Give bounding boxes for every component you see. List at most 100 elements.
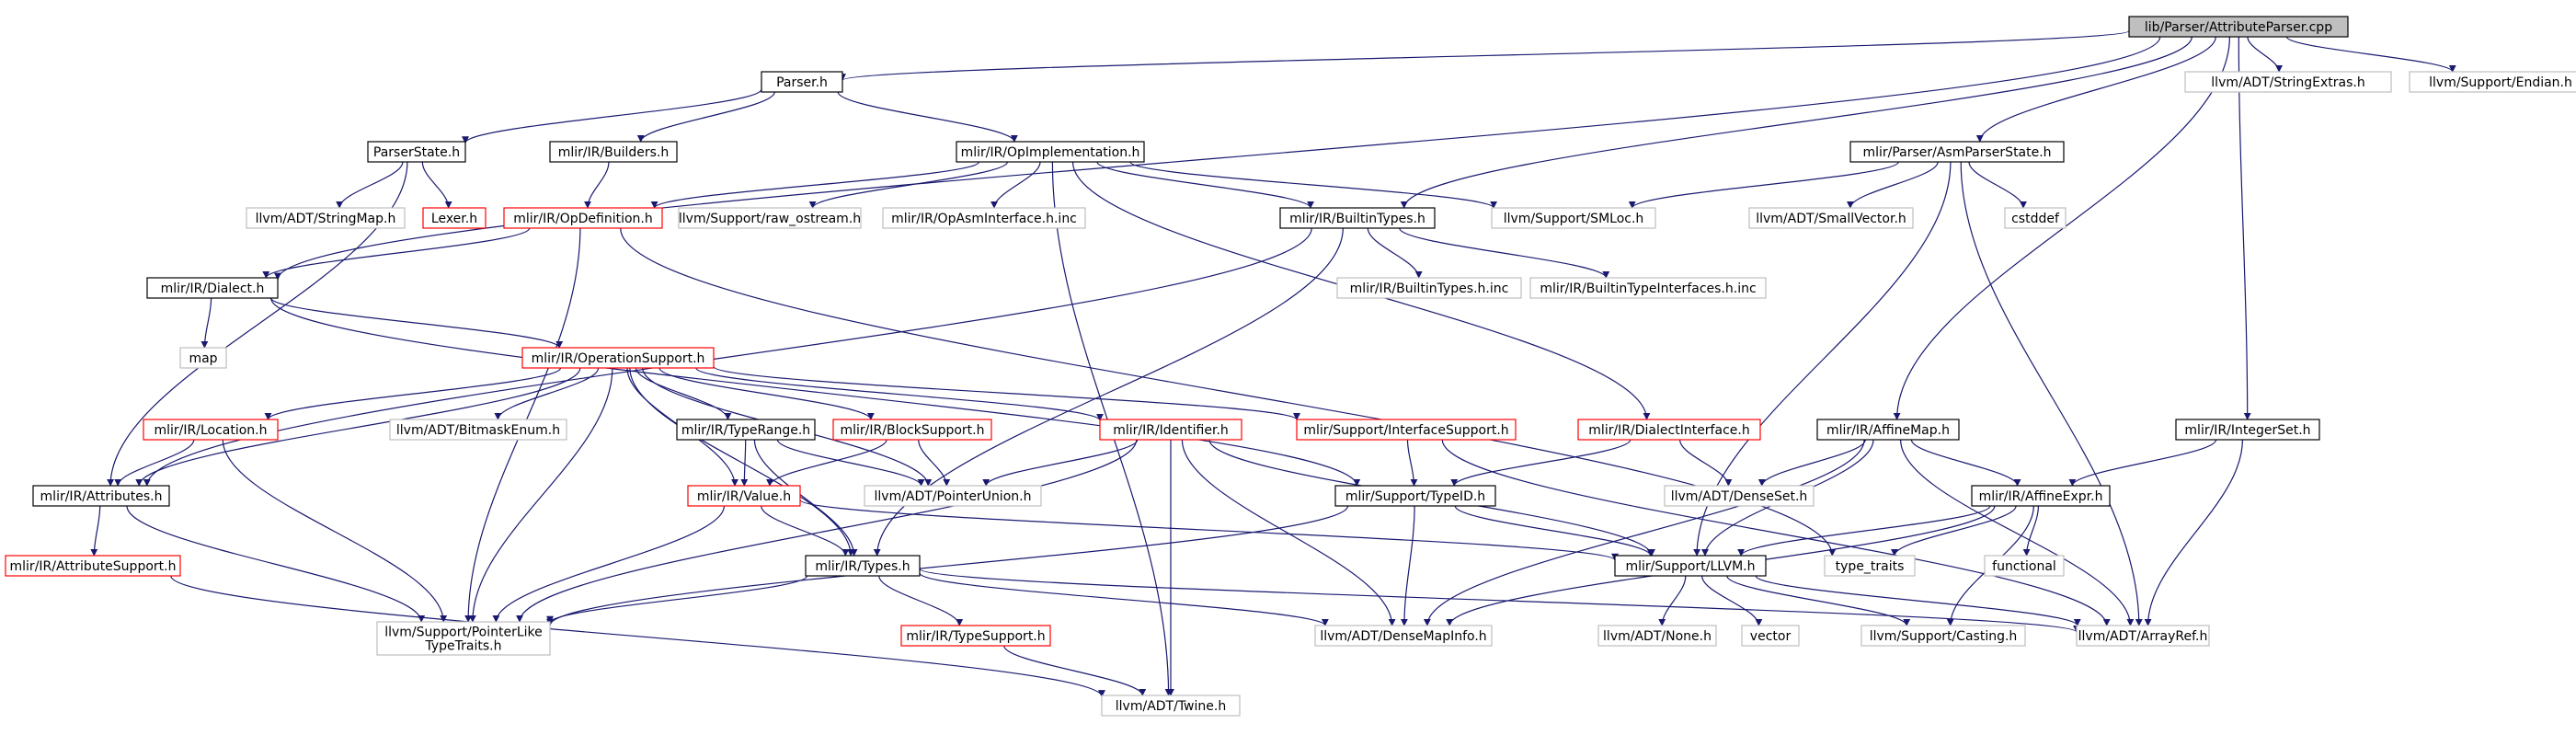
- node-box: [2128, 16, 2349, 38]
- node-label: llvm/ADT/StringMap.h: [256, 212, 396, 226]
- node-arrayref[interactable]: llvm/ADT/ArrayRef.h: [2076, 625, 2210, 647]
- node-box: [832, 419, 992, 441]
- node-map[interactable]: map: [179, 347, 227, 369]
- node-rawostream[interactable]: llvm/Support/raw_ostream.h: [678, 207, 862, 229]
- node-box: [1614, 555, 1767, 577]
- node-box: [1577, 419, 1761, 441]
- edge-blocksupport-to-pointerunion: [918, 439, 951, 487]
- node-affineexpr[interactable]: mlir/IR/AffineExpr.h: [1971, 485, 2111, 507]
- node-label: mlir/IR/OperationSupport.h: [532, 351, 705, 366]
- edge-identifier-to-densemapinfo: [1181, 439, 1396, 626]
- edge-builtintypes-to-types: [873, 227, 1344, 557]
- node-label: mlir/IR/IntegerSet.h: [2184, 423, 2310, 438]
- node-builders[interactable]: mlir/IR/Builders.h: [549, 141, 678, 163]
- node-box: [956, 141, 1145, 163]
- node-identifier[interactable]: mlir/IR/Identifier.h: [1099, 419, 1242, 441]
- node-label: llvm/ADT/PointerUnion.h: [875, 489, 1032, 504]
- node-types[interactable]: mlir/IR/Types.h: [805, 555, 921, 577]
- node-box: [864, 485, 1042, 507]
- edge-attributes-to-attrsupport: [90, 505, 101, 557]
- edge-affineexpr-to-functional: [2022, 505, 2039, 557]
- edge-opsupport-to-pointerlike: [468, 367, 613, 623]
- edge-typesupport-to-twine: [1003, 645, 1147, 696]
- edge-opimpl-to-smloc: [1129, 161, 1497, 209]
- node-box: [1824, 555, 1916, 577]
- node-parser_h[interactable]: Parser.h: [761, 71, 843, 93]
- node-parserstate[interactable]: ParserState.h: [367, 141, 466, 163]
- node-builtintypesinc[interactable]: mlir/IR/BuiltinTypes.h.inc: [1336, 277, 1522, 299]
- node-typetraits[interactable]: type_traits: [1824, 555, 1916, 577]
- edge-root-to-dialect: [274, 36, 2161, 281]
- edge-root-to-asmparserstate: [1975, 36, 2216, 143]
- node-affinemap[interactable]: mlir/IR/AffineMap.h: [1816, 419, 1960, 441]
- node-cstddef[interactable]: cstddef: [2004, 207, 2067, 229]
- node-pointerunion[interactable]: llvm/ADT/PointerUnion.h: [864, 485, 1042, 507]
- node-root: lib/Parser/AttributeParser.cpp: [2128, 16, 2349, 38]
- edge-affineexpr-to-typetraits: [1890, 505, 2017, 557]
- node-label: llvm/ADT/StringExtras.h: [2211, 75, 2364, 90]
- node-denseset[interactable]: llvm/ADT/DenseSet.h: [1664, 485, 1815, 507]
- node-asmparserstate[interactable]: mlir/Parser/AsmParserState.h: [1849, 141, 2065, 163]
- node-opimpl[interactable]: mlir/IR/OpImplementation.h: [956, 141, 1145, 163]
- node-smloc[interactable]: llvm/Support/SMLoc.h: [1491, 207, 1656, 229]
- node-builtintypes[interactable]: mlir/IR/BuiltinTypes.h: [1279, 207, 1436, 229]
- node-box: [678, 207, 862, 229]
- node-bitmaskenum[interactable]: llvm/ADT/BitmaskEnum.h: [389, 419, 567, 441]
- node-opdef[interactable]: mlir/IR/OpDefinition.h: [503, 207, 663, 229]
- node-stringextras[interactable]: llvm/ADT/StringExtras.h: [2184, 71, 2392, 93]
- node-typesupport[interactable]: mlir/IR/TypeSupport.h: [900, 625, 1051, 647]
- node-opsupport[interactable]: mlir/IR/OperationSupport.h: [521, 347, 715, 369]
- node-label: llvm/ADT/ArrayRef.h: [2078, 629, 2208, 644]
- node-functional[interactable]: functional: [1984, 555, 2065, 577]
- node-dialect[interactable]: mlir/IR/Dialect.h: [146, 277, 279, 299]
- node-label: mlir/IR/BuiltinTypeInterfaces.h.inc: [1540, 281, 1756, 296]
- edge-opsupport-to-blocksupport: [658, 367, 875, 420]
- node-label: mlir/IR/AffineExpr.h: [1979, 489, 2103, 504]
- node-box: [1741, 625, 1800, 647]
- node-label: llvm/ADT/BitmaskEnum.h: [396, 423, 560, 438]
- node-box: [1334, 485, 1496, 507]
- edge-layer: [90, 30, 2456, 698]
- node-builtintypeifinc[interactable]: mlir/IR/BuiltinTypeInterfaces.h.inc: [1529, 277, 1767, 299]
- edge-opdef-to-dialect: [262, 227, 531, 279]
- node-box: [2004, 207, 2067, 229]
- node-interfacesupport[interactable]: mlir/Support/InterfaceSupport.h: [1296, 419, 1517, 441]
- node-opasminc[interactable]: mlir/IR/OpAsmInterface.h.inc: [882, 207, 1086, 229]
- node-box: [1597, 625, 1717, 647]
- node-none[interactable]: llvm/ADT/None.h: [1597, 625, 1717, 647]
- node-attributes[interactable]: mlir/IR/Attributes.h: [32, 485, 170, 507]
- node-densemapinfo[interactable]: llvm/ADT/DenseMapInfo.h: [1314, 625, 1493, 647]
- node-typerange[interactable]: mlir/IR/TypeRange.h: [676, 419, 816, 441]
- node-integerset[interactable]: mlir/IR/IntegerSet.h: [2175, 419, 2320, 441]
- node-twine[interactable]: llvm/ADT/Twine.h: [1101, 695, 1241, 717]
- edge-types-to-pointerlike: [546, 575, 808, 624]
- node-blocksupport[interactable]: mlir/IR/BlockSupport.h: [832, 419, 992, 441]
- node-endian[interactable]: llvm/Support/Endian.h: [2409, 71, 2576, 93]
- edge-location-to-pointerlike: [222, 439, 448, 623]
- node-attrsupport[interactable]: mlir/IR/AttributeSupport.h: [5, 555, 181, 577]
- node-vector[interactable]: vector: [1741, 625, 1800, 647]
- node-typeid[interactable]: mlir/Support/TypeID.h: [1334, 485, 1496, 507]
- edge-llvmh-to-none: [1658, 575, 1687, 626]
- node-box: [1101, 695, 1241, 717]
- node-lexer[interactable]: Lexer.h: [422, 207, 487, 229]
- node-value[interactable]: mlir/IR/Value.h: [687, 485, 801, 507]
- node-box: [1529, 277, 1767, 299]
- edge-interfacesupport-to-typeid: [1406, 439, 1418, 487]
- edge-opsupport-to-bitmaskenum: [494, 367, 600, 420]
- node-label: map: [189, 351, 217, 366]
- node-box: [1984, 555, 2065, 577]
- node-location[interactable]: mlir/IR/Location.h: [143, 419, 279, 441]
- node-box: [549, 141, 678, 163]
- node-casting[interactable]: llvm/Support/Casting.h: [1860, 625, 2026, 647]
- edge-affinemap-to-denseset: [1757, 439, 1866, 487]
- node-label: vector: [1750, 629, 1792, 644]
- edge-affineexpr-to-llvmh: [1737, 505, 1991, 557]
- node-llvmh[interactable]: mlir/Support/LLVM.h: [1614, 555, 1767, 577]
- node-label: mlir/Support/LLVM.h: [1626, 559, 1756, 574]
- node-dialectinterface[interactable]: mlir/IR/DialectInterface.h: [1577, 419, 1761, 441]
- node-smallvector[interactable]: llvm/ADT/SmallVector.h: [1748, 207, 1914, 229]
- node-stringmap[interactable]: llvm/ADT/StringMap.h: [246, 207, 406, 229]
